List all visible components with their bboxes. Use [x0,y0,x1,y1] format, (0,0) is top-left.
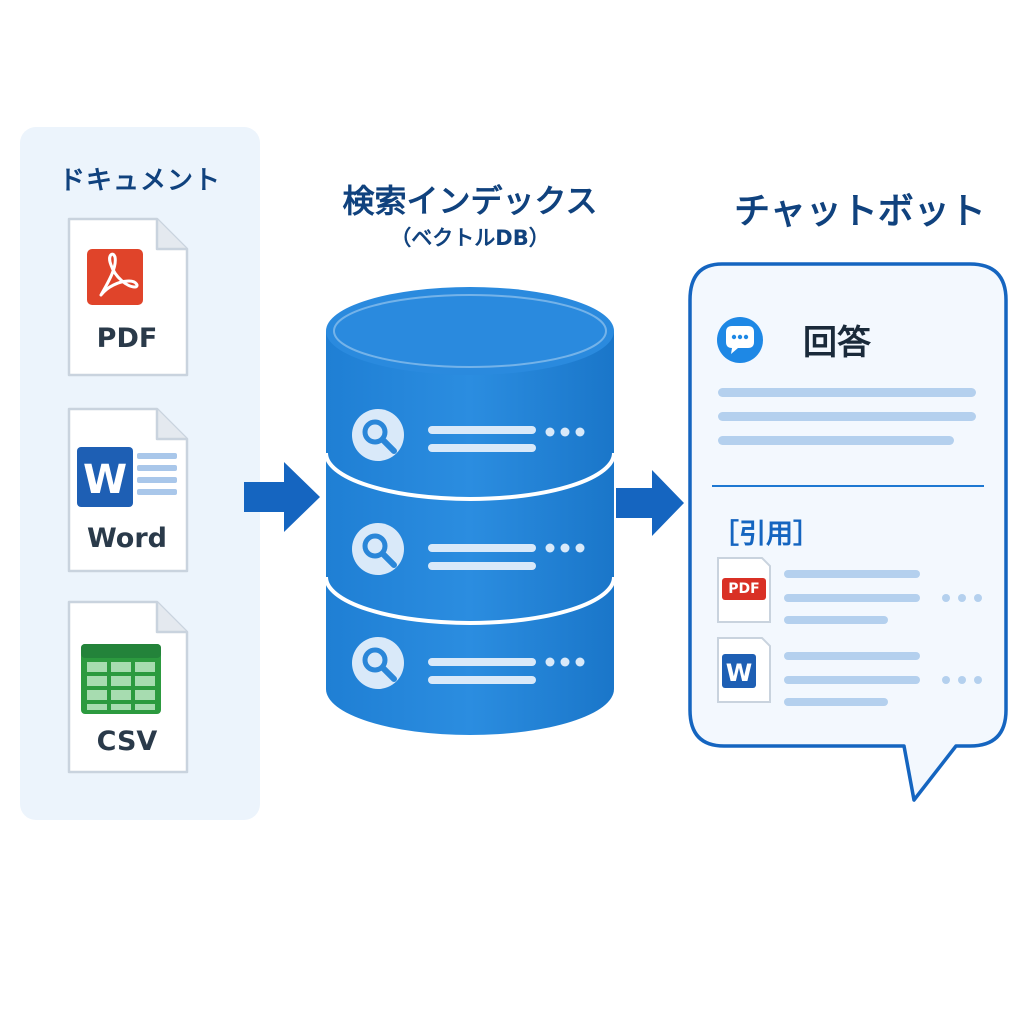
magnifier-icon [352,523,404,575]
chatbot-title: チャットボット [734,191,986,232]
citation-item [717,557,982,624]
chat-bubble [688,262,1008,802]
vector-database-icon [324,287,616,735]
documents-title: ドキュメント [58,166,221,196]
index-subtitle: （ベクトルDB） [390,226,550,250]
index-record [352,523,585,575]
pdf-document-card: PDF [65,215,189,379]
answer-label: 回答 [803,323,871,363]
index-title: 検索インデックス [342,182,598,220]
spreadsheet-icon [81,644,161,714]
citation-label: ［引用］ [712,519,820,550]
arrow-right-icon [244,462,320,532]
chat-icon [717,317,763,363]
magnifier-icon [352,637,404,689]
pdf-file-icon [717,557,771,623]
citation-pdf-badge: PDF [728,581,760,597]
pdf-label: PDF [96,323,158,354]
word-file-icon [717,637,771,703]
word-document-card: W Word [65,405,189,573]
citation-item [717,637,982,706]
citation-word-badge: W [725,659,753,687]
csv-label: CSV [96,726,158,757]
word-icon-letter: W [82,457,128,503]
pdf-icon [87,249,143,305]
word-icon [77,447,177,507]
document-sheet [67,407,189,573]
document-sheet [67,600,189,774]
index-record [352,637,585,689]
magnifier-icon [352,409,404,461]
document-sheet [67,217,189,377]
csv-document-card: CSV [65,598,189,774]
arrow-right-icon [616,470,684,536]
index-record [352,409,585,461]
word-label: Word [86,523,167,554]
